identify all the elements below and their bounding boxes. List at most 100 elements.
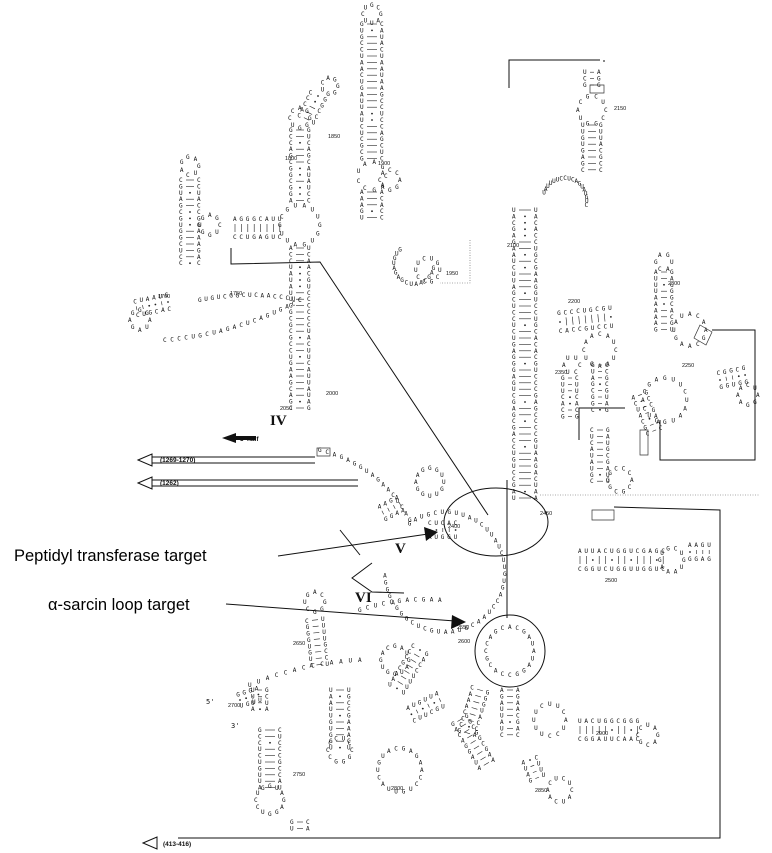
nucleotide: A: [584, 339, 588, 346]
nucleotide: G: [591, 381, 595, 388]
nucleotide: G: [393, 671, 397, 678]
nucleotide: G: [707, 556, 711, 563]
base-pair-dot: [189, 211, 191, 213]
connector-lines: [178, 59, 760, 839]
nucleotide: U: [636, 407, 640, 414]
nucleotide: A: [395, 495, 399, 502]
nucleotide: A: [756, 392, 760, 399]
base-pair-dot: [524, 266, 526, 269]
base-pair-bond: [649, 423, 654, 426]
nucleotide: A: [289, 146, 293, 153]
nucleotide: G: [372, 187, 376, 194]
nucleotide: U: [365, 468, 369, 475]
base-pair-bond: [597, 314, 599, 323]
nucleotide: C: [500, 550, 504, 557]
nucleotide: A: [381, 184, 385, 191]
nucleotide: C: [394, 745, 398, 752]
nucleotide: U: [585, 198, 589, 205]
nucleotide: C: [575, 394, 579, 401]
nucleotide: U: [278, 733, 282, 740]
nucleotide: A: [534, 335, 538, 342]
nucleotide: U: [531, 641, 535, 648]
nucleotide: A: [380, 40, 384, 47]
nucleotide: C: [496, 598, 500, 605]
base-pair-dot: [599, 383, 601, 386]
nucleotide: U: [437, 629, 441, 636]
nucleotide: U: [435, 491, 439, 498]
nucleotide: G: [746, 402, 750, 409]
base-pair-dot: [189, 191, 191, 194]
nucleotide: U: [610, 548, 614, 555]
nucleotide: U: [542, 190, 546, 197]
nucleotide: C: [380, 143, 384, 150]
nucleotide: C: [604, 107, 608, 114]
nucleotide: A: [251, 706, 255, 713]
nucleotide: C: [636, 732, 640, 739]
nucleotide: C: [534, 303, 538, 310]
nucleotide: G: [534, 265, 538, 272]
nucleotide: C: [289, 159, 293, 166]
nucleotide: C: [278, 753, 282, 760]
base-pair-bond: [404, 670, 410, 674]
base-pair-dot: [435, 529, 438, 531]
nucleotide: G: [561, 375, 565, 382]
base-pair-dot: [524, 324, 526, 327]
nucleotide: A: [688, 343, 692, 350]
nucleotide: A: [512, 213, 516, 220]
nucleotide: U: [381, 753, 385, 760]
nucleotide: U: [534, 444, 538, 451]
nucleotide: A: [488, 751, 492, 758]
nucleotide: G: [340, 454, 344, 461]
nucleotide: A: [194, 156, 198, 163]
nucleotide: U: [275, 785, 279, 792]
nucleotide: U: [418, 715, 422, 722]
nucleotide: C: [307, 191, 311, 198]
nucleotide: C: [634, 401, 638, 408]
nucleotide: G: [421, 467, 425, 474]
nucleotide: C: [360, 47, 364, 54]
nucleotide: A: [660, 564, 664, 571]
nucleotide: A: [444, 629, 448, 636]
nucleotide: G: [512, 425, 516, 432]
nucleotide: A: [381, 182, 385, 189]
base-pair-dot: [314, 100, 316, 103]
nucleotide: A: [494, 537, 498, 544]
nucleotide: U: [289, 264, 293, 271]
nucleotide: A: [329, 700, 333, 707]
nucleotide: G: [512, 361, 516, 368]
nucleotide: G: [307, 637, 311, 644]
nucleotide: C: [292, 300, 296, 307]
nucleotide: U: [490, 532, 494, 539]
nucleotide: G: [316, 231, 320, 238]
nucleotide: A: [512, 245, 516, 252]
nucleotide: C: [258, 740, 262, 747]
nucleotide: G: [425, 651, 429, 658]
nucleotide: U: [329, 706, 333, 713]
nucleotide: U: [252, 699, 256, 706]
base-pair-dot: [524, 445, 526, 448]
nucleotide: G: [594, 120, 598, 127]
nucleotide: C: [289, 341, 293, 348]
nucleotide: A: [265, 706, 269, 713]
nucleotide: C: [534, 418, 538, 425]
nucleotide: A: [395, 670, 399, 677]
nucleotide: G: [512, 290, 516, 297]
nucleotide: C: [398, 665, 402, 672]
nucleotide: C: [415, 781, 419, 788]
nucleotide: G: [282, 797, 286, 804]
nucleotide: C: [643, 405, 647, 412]
ref-1262-label: (1262): [160, 480, 179, 487]
nucleotide: G: [400, 611, 404, 618]
nucleotide: G: [629, 718, 633, 725]
nucleotide: G: [360, 21, 364, 28]
nucleotide: U: [578, 718, 582, 725]
nucleotide: A: [739, 399, 743, 406]
nucleotide: U: [524, 766, 528, 773]
nucleotide: C: [570, 309, 574, 316]
nucleotide: G: [348, 754, 352, 761]
nucleotide: C: [512, 297, 516, 304]
nucleotide: C: [197, 209, 201, 216]
base-pair-bond: [565, 317, 568, 326]
nucleotide: U: [534, 316, 538, 323]
nucleotide: U: [416, 260, 420, 267]
